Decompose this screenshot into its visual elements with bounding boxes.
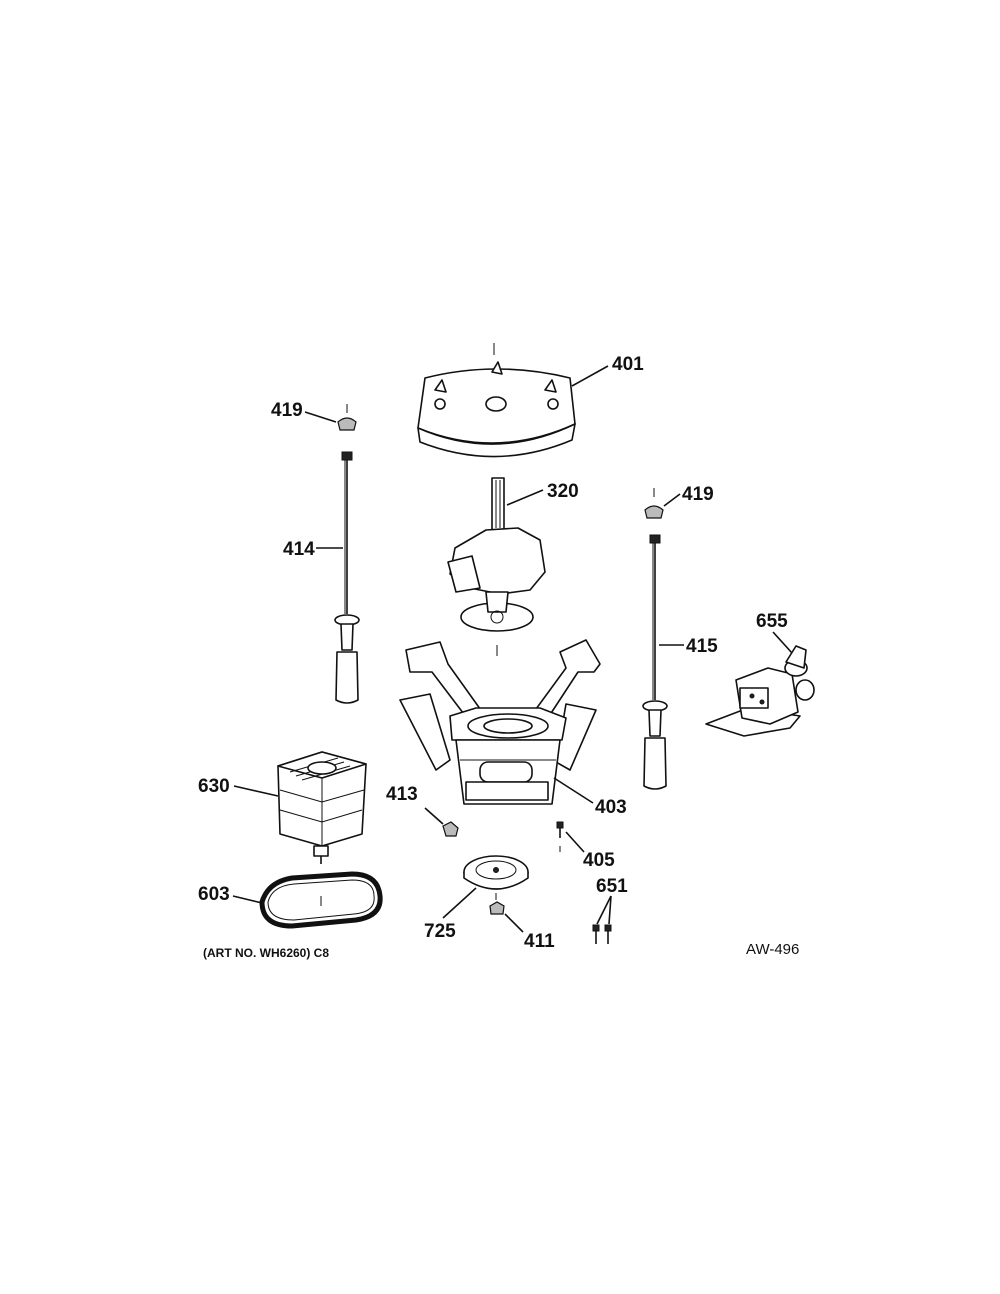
label-651: 651 — [596, 876, 628, 897]
label-419-left: 419 — [271, 400, 303, 421]
leader-603 — [232, 895, 263, 904]
leader-413 — [424, 807, 444, 825]
leader-419-right — [663, 493, 681, 507]
part-413-nut — [442, 821, 459, 837]
part-320-transmission — [447, 477, 546, 656]
label-630: 630 — [198, 776, 230, 797]
label-603: 603 — [198, 884, 230, 905]
part-419-right-cap — [644, 488, 664, 519]
label-320: 320 — [547, 481, 579, 502]
part-411-nut — [489, 893, 505, 915]
label-403: 403 — [595, 797, 627, 818]
leader-419-left — [304, 411, 337, 423]
label-411: 411 — [524, 931, 555, 952]
leader-630 — [233, 785, 279, 797]
leader-320 — [506, 489, 544, 506]
drawing-id: AW-496 — [746, 941, 799, 958]
art-number-caption: (ART NO. WH6260) C8 — [203, 946, 329, 960]
label-415: 415 — [686, 636, 718, 657]
part-603-belt — [259, 871, 383, 929]
part-655-pump — [705, 645, 815, 737]
label-419-right: 419 — [682, 484, 714, 505]
leader-401 — [571, 365, 609, 387]
part-651-screws — [592, 924, 612, 944]
part-405-screw — [556, 821, 564, 852]
leader-651-b — [608, 895, 612, 925]
leader-403 — [553, 777, 594, 804]
label-414: 414 — [283, 539, 315, 560]
part-415-suspension-rod — [642, 534, 668, 790]
part-419-left-cap — [337, 404, 357, 431]
part-414-suspension-rod — [334, 451, 360, 704]
label-405: 405 — [583, 850, 615, 871]
leader-655 — [772, 631, 793, 654]
label-655: 655 — [756, 611, 788, 632]
label-401: 401 — [612, 354, 644, 375]
part-630-motor — [277, 751, 367, 864]
leader-411 — [504, 913, 524, 933]
part-725-pulley — [463, 855, 529, 890]
leader-651-a — [596, 895, 612, 925]
label-413: 413 — [386, 784, 418, 805]
part-401-cover — [417, 343, 576, 458]
part-403-bracket-base — [399, 639, 601, 805]
leader-405 — [565, 831, 585, 853]
label-725: 725 — [424, 921, 456, 942]
leader-725 — [442, 887, 477, 919]
